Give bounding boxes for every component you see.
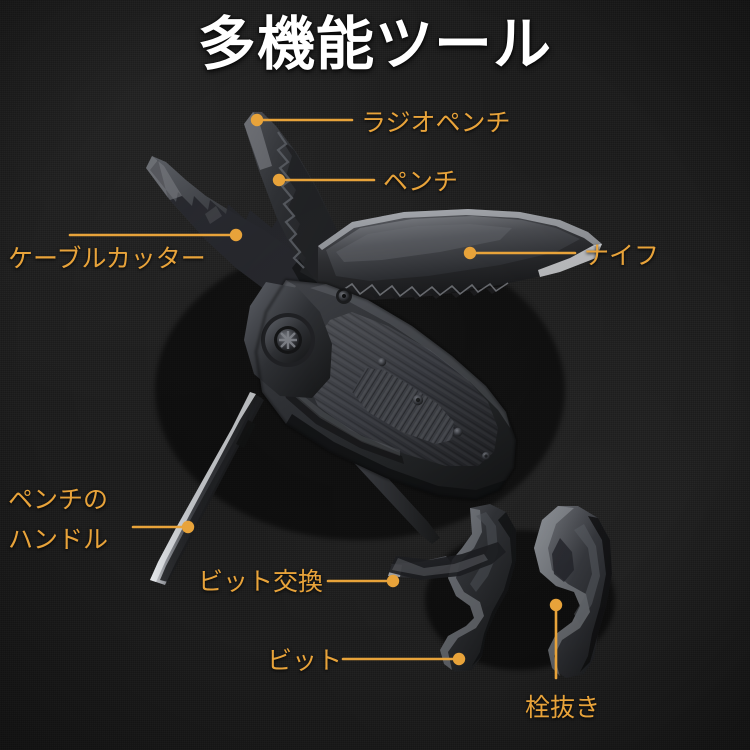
callout-leader-lines <box>68 118 577 680</box>
bit-opener-group <box>388 504 612 678</box>
anchor-dot-knife <box>463 246 477 260</box>
anchor-dot-bottle-opener <box>549 598 563 612</box>
anchor-dot-radio-pliers <box>250 113 264 127</box>
anchor-dot-cable-cutter <box>229 228 243 242</box>
callout-label-radio-pliers: ラジオペンチ <box>361 109 511 137</box>
callout-label-pliers: ペンチ <box>383 168 459 196</box>
anchor-dot-bit-change <box>386 574 400 588</box>
callout-label-pliers-handle: ペンチの ハンドル <box>8 486 109 554</box>
callout-label-bit-change: ビット交換 <box>198 568 324 596</box>
pliers-handle-part <box>150 392 264 585</box>
callout-anchor-dots <box>181 113 563 666</box>
knife-blade <box>318 209 602 300</box>
anchor-dot-bit <box>452 652 466 666</box>
callout-label-cable-cutter: ケーブルカッター <box>8 245 206 273</box>
callout-label-bit: ビット <box>267 647 343 675</box>
callout-label-knife: ナイフ <box>584 242 660 270</box>
callout-label-bottle-opener: 栓抜き <box>525 694 601 722</box>
anchor-dot-pliers <box>272 173 286 187</box>
anchor-dot-pliers-handle <box>181 520 195 534</box>
page-title: 多機能ツール <box>197 12 552 77</box>
